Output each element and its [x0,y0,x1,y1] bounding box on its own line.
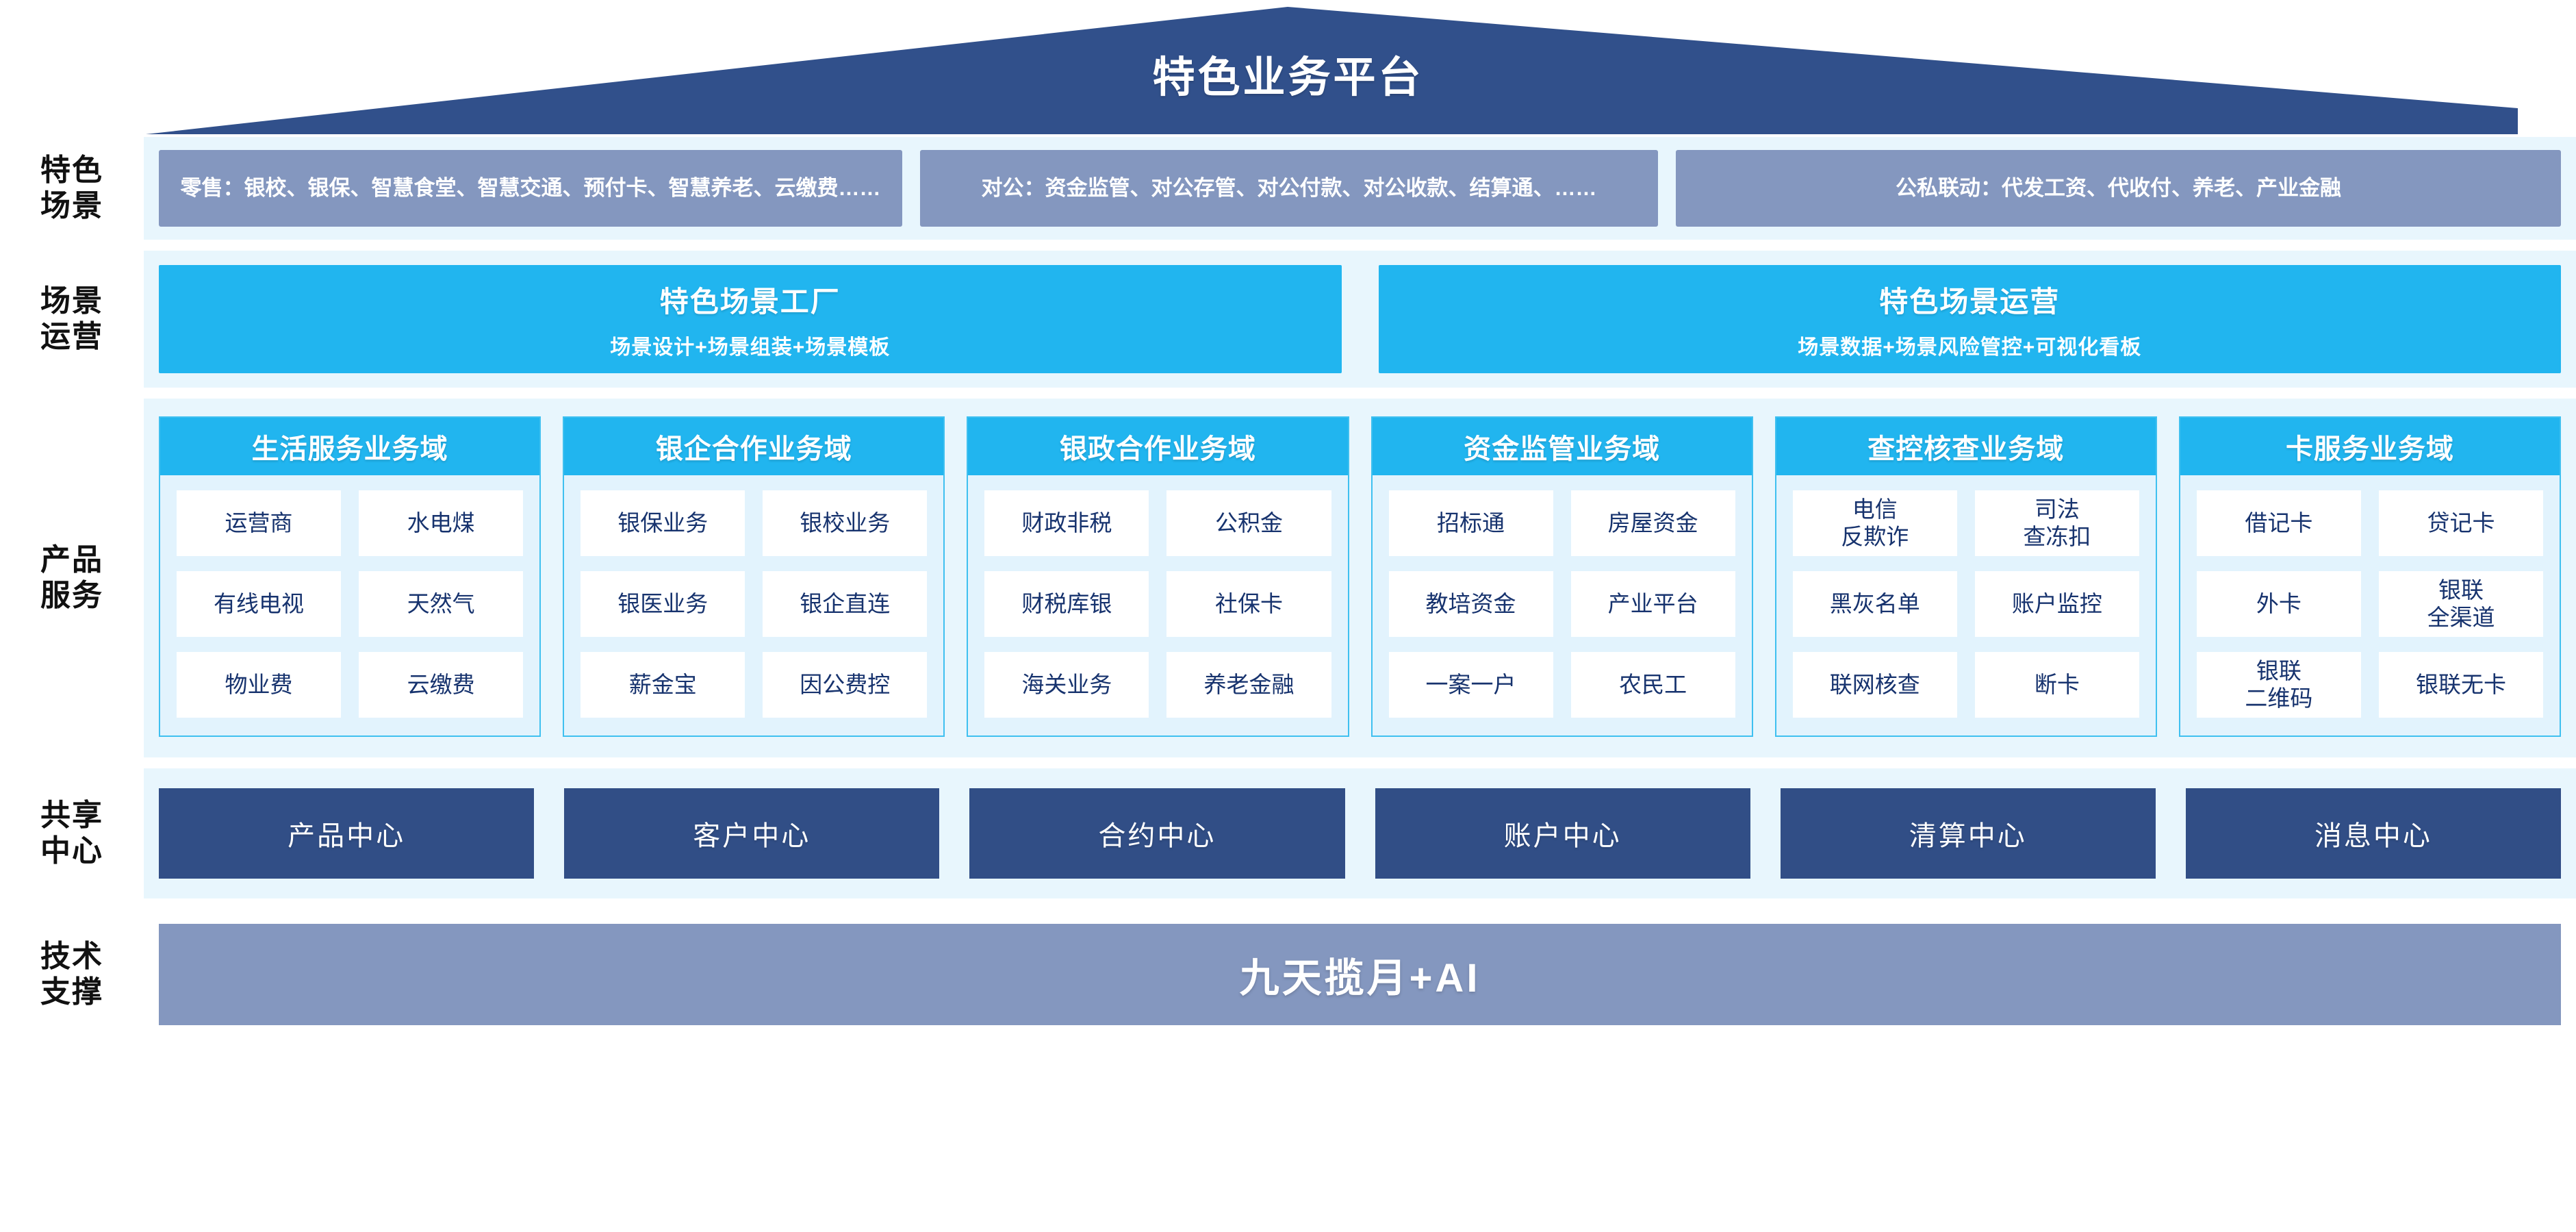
domain-column-fund-supervision: 资金监管业务域 招标通 房屋资金 教培资金 产业平台 一案一户 农民工 [1370,416,1753,737]
domain-item[interactable]: 贷记卡 [2378,490,2544,556]
domain-item[interactable]: 联网核查 [1792,652,1957,718]
operation-band: 特色场景工厂 场景设计+场景组装+场景模板 特色场景运营 场景数据+场景风险管控… [144,251,2576,388]
domain-item[interactable]: 教培资金 [1388,571,1553,637]
platform-roof: 特色业务平台 [0,0,2576,137]
domain-item[interactable]: 因公费控 [763,652,928,718]
spacer [0,757,2576,768]
domain-item[interactable]: 银医业务 [581,571,745,637]
domain-column-bank-enterprise: 银企合作业务域 银保业务 银校业务 银医业务 银企直连 薪金宝 因公费控 [563,416,945,737]
domain-item[interactable]: 房屋资金 [1570,490,1735,556]
domain-item[interactable]: 账户监控 [1974,571,2139,637]
spacer [0,388,2576,399]
operation-title: 特色场景工厂 [659,285,841,318]
shared-center-settlement[interactable]: 清算中心 [1780,788,2156,879]
tech-support-row: 技术 支撑 九天揽月+AI [0,909,2576,1040]
domain-item[interactable]: 公积金 [1166,490,1331,556]
domain-item-grid: 运营商 水电煤 有线电视 天然气 物业费 云缴费 [160,475,539,736]
shared-center-product[interactable]: 产品中心 [159,788,535,879]
domain-item[interactable]: 司法 查冻扣 [1974,490,2139,556]
domain-item[interactable]: 银联无卡 [2378,652,2544,718]
scenario-box-retail[interactable]: 零售：银校、银保、智慧食堂、智慧交通、预付卡、智慧养老、云缴费…… [159,150,902,227]
domain-title: 银企合作业务域 [564,418,944,475]
domain-item[interactable]: 社保卡 [1166,571,1331,637]
spacer [0,898,2576,909]
domain-item[interactable]: 借记卡 [2196,490,2361,556]
rail-label-tech: 技术 支撑 [40,940,103,1009]
domain-item[interactable]: 水电煤 [359,490,524,556]
domain-item[interactable]: 物业费 [177,652,342,718]
domain-item[interactable]: 财政非税 [984,490,1149,556]
domain-item-grid: 财政非税 公积金 财税库银 社保卡 海关业务 养老金融 [968,475,1347,736]
domain-item[interactable]: 银联 二维码 [2196,652,2361,718]
domain-title: 银政合作业务域 [968,418,1348,475]
domain-item[interactable]: 薪金宝 [581,652,745,718]
rail-label-shared: 共享 中心 [40,799,103,868]
domain-item[interactable]: 财税库银 [984,571,1149,637]
scenario-box-public-private[interactable]: 公私联动：代发工资、代收付、养老、产业金融 [1676,150,2561,227]
shared-center-account[interactable]: 账户中心 [1375,788,1750,879]
product-band: 生活服务业务域 运营商 水电煤 有线电视 天然气 物业费 云缴费 银企合作业务域… [144,399,2576,757]
shared-center-band: 产品中心 客户中心 合约中心 账户中心 清算中心 消息中心 [144,768,2576,898]
scenario-band: 零售：银校、银保、智慧食堂、智慧交通、预付卡、智慧养老、云缴费…… 对公：资金监… [144,137,2576,240]
operation-row: 场景 运营 特色场景工厂 场景设计+场景组装+场景模板 特色场景运营 场景数据+… [0,251,2576,388]
domain-item[interactable]: 产业平台 [1570,571,1735,637]
domain-item[interactable]: 养老金融 [1166,652,1331,718]
domain-item[interactable]: 一案一户 [1388,652,1553,718]
rail-label-product: 产品 服务 [40,543,103,612]
product-row: 产品 服务 生活服务业务域 运营商 水电煤 有线电视 天然气 物业费 云缴费 银… [0,399,2576,757]
domain-title: 生活服务业务域 [160,418,540,475]
domain-item[interactable]: 银保业务 [581,490,745,556]
rail-label-operation: 场景 运营 [40,284,103,353]
domain-title: 卡服务业务域 [2180,418,2560,475]
domain-item[interactable]: 电信 反欺诈 [1792,490,1957,556]
shared-center-message[interactable]: 消息中心 [2185,788,2562,879]
domain-item-grid: 借记卡 贷记卡 外卡 银联 全渠道 银联 二维码 银联无卡 [2180,475,2560,736]
domain-item[interactable]: 运营商 [177,490,342,556]
domain-item-grid: 银保业务 银校业务 银医业务 银企直连 薪金宝 因公费控 [564,475,943,736]
spacer [0,240,2576,251]
scenario-row: 特色 场景 零售：银校、银保、智慧食堂、智慧交通、预付卡、智慧养老、云缴费…… … [0,137,2576,240]
scenario-box-corporate[interactable]: 对公：资金监管、对公存管、对公付款、对公收款、结算通、…… [920,150,1658,227]
domain-column-investigation: 查控核查业务域 电信 反欺诈 司法 查冻扣 黑灰名单 账户监控 联网核查 断卡 [1774,416,2157,737]
operation-box-scene-factory[interactable]: 特色场景工厂 场景设计+场景组装+场景模板 [159,265,1342,373]
domain-item[interactable]: 银联 全渠道 [2378,571,2544,637]
domain-item[interactable]: 断卡 [1974,652,2139,718]
domain-item-grid: 招标通 房屋资金 教培资金 产业平台 一案一户 农民工 [1373,475,1752,736]
tech-support-bar[interactable]: 九天揽月+AI [159,924,2561,1025]
domain-item[interactable]: 天然气 [359,571,524,637]
shared-center-customer[interactable]: 客户中心 [564,788,940,879]
tech-support-band: 九天揽月+AI [144,909,2576,1040]
rail-label-scenario: 特色 场景 [40,153,103,223]
roof-polygon [146,7,2518,134]
roof-shape-svg [146,7,2518,134]
domain-item[interactable]: 海关业务 [984,652,1149,718]
domain-column-bank-government: 银政合作业务域 财政非税 公积金 财税库银 社保卡 海关业务 养老金融 [967,416,1349,737]
domain-item[interactable]: 黑灰名单 [1792,571,1957,637]
domain-title: 查控核查业务域 [1776,418,2156,475]
operation-subtitle: 场景设计+场景组装+场景模板 [610,336,891,359]
domain-item[interactable]: 银企直连 [763,571,928,637]
domain-item-grid: 电信 反欺诈 司法 查冻扣 黑灰名单 账户监控 联网核查 断卡 [1776,475,2156,736]
domain-item[interactable]: 农民工 [1570,652,1735,718]
domain-title: 资金监管业务域 [1372,418,1752,475]
domain-item[interactable]: 外卡 [2196,571,2361,637]
domain-item[interactable]: 有线电视 [177,571,342,637]
operation-subtitle: 场景数据+场景风险管控+可视化看板 [1798,336,2142,359]
shared-center-row: 共享 中心 产品中心 客户中心 合约中心 账户中心 清算中心 消息中心 [0,768,2576,898]
domain-item[interactable]: 招标通 [1388,490,1553,556]
page-title: 特色业务平台 [1152,54,1424,101]
operation-box-scene-operation[interactable]: 特色场景运营 场景数据+场景风险管控+可视化看板 [1378,265,2561,373]
operation-title: 特色场景运营 [1879,285,2061,318]
domain-column-card-service: 卡服务业务域 借记卡 贷记卡 外卡 银联 全渠道 银联 二维码 银联无卡 [2178,416,2562,737]
shared-center-contract[interactable]: 合约中心 [969,788,1345,879]
domain-column-life-service: 生活服务业务域 运营商 水电煤 有线电视 天然气 物业费 云缴费 [159,416,541,737]
domain-item[interactable]: 云缴费 [359,652,524,718]
domain-item[interactable]: 银校业务 [763,490,928,556]
